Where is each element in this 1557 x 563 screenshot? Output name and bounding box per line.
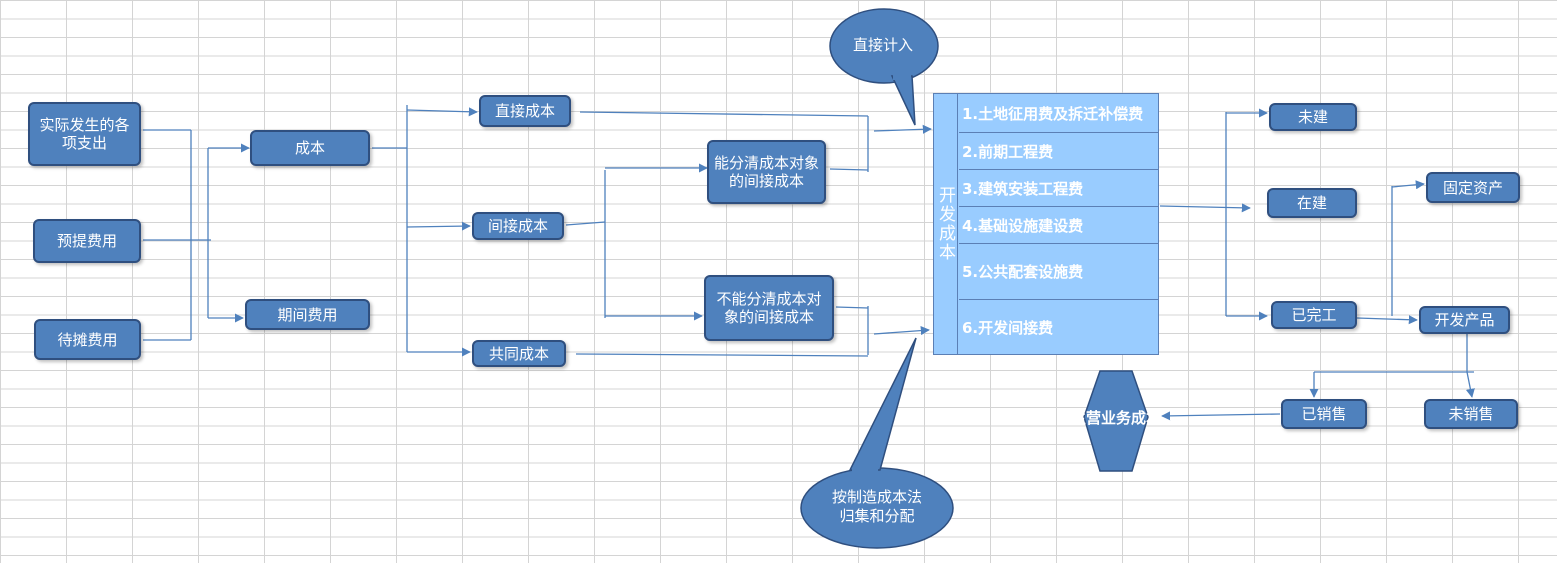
common-cost-box[interactable]: 共同成本 [472, 340, 566, 367]
assignable-indirect-box[interactable]: 能分清成本对象的间接成本 [707, 140, 826, 204]
dev-cost-item: 1.土地征用费及拆迁补偿费 [959, 94, 1158, 133]
source-accrued-expenses[interactable]: 预提费用 [33, 219, 141, 263]
callout-manufacturing: 按制造成本法归集和分配 [831, 488, 922, 525]
development-cost-title: 开发成本 [934, 94, 958, 354]
fixed-assets-box[interactable]: 固定资产 [1426, 172, 1520, 203]
indirect-cost-box[interactable]: 间接成本 [472, 212, 564, 240]
dev-cost-item: 5.公共配套设施费 [959, 244, 1158, 300]
cost-box[interactable]: 成本 [250, 130, 370, 166]
dev-cost-item: 3.建筑安装工程费 [959, 170, 1158, 207]
sold-box[interactable]: 已销售 [1281, 399, 1367, 429]
dev-cost-item: 2.前期工程费 [959, 133, 1158, 170]
main-cost-label: 主营业务成本 [1070, 408, 1161, 427]
state-in-progress[interactable]: 在建 [1267, 188, 1357, 218]
state-not-built[interactable]: 未建 [1269, 103, 1357, 131]
source-actual-expenses[interactable]: 实际发生的各项支出 [28, 102, 141, 166]
unsold-box[interactable]: 未销售 [1424, 399, 1518, 429]
callout-direct-in: 直接计入 [852, 35, 913, 54]
dev-cost-item: 6.开发间接费 [962, 319, 1054, 337]
source-prepaid-expenses[interactable]: 待摊费用 [34, 319, 141, 360]
state-completed[interactable]: 已完工 [1271, 301, 1357, 329]
dev-products-box[interactable]: 开发产品 [1419, 306, 1510, 334]
period-expense-box[interactable]: 期间费用 [245, 299, 370, 330]
dev-cost-item: 4.基础设施建设费 [959, 207, 1158, 244]
main-cost-hexagon [1083, 370, 1149, 472]
direct-cost-box[interactable]: 直接成本 [479, 95, 571, 127]
development-cost-table: 开发成本 1.土地征用费及拆迁补偿费 2.前期工程费 3.建筑安装工程费 4.基… [933, 93, 1159, 355]
unassignable-indirect-box[interactable]: 不能分清成本对象的间接成本 [704, 275, 834, 341]
